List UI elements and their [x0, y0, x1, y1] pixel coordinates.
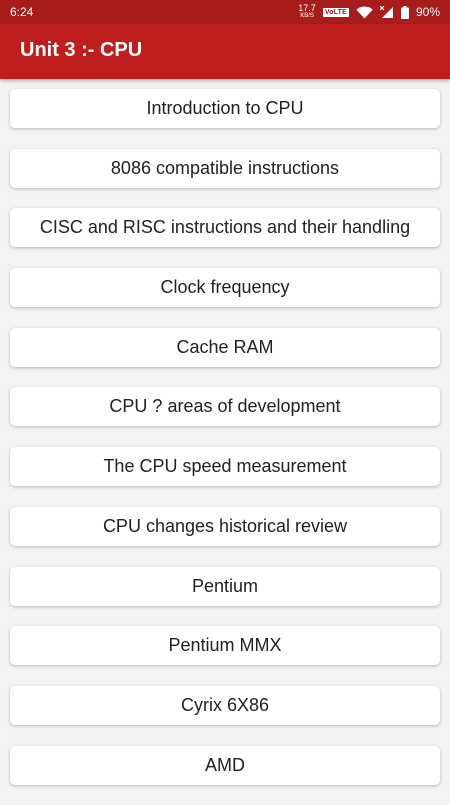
- topic-button-pentium[interactable]: Pentium: [10, 566, 440, 606]
- topic-button-cpu-speed-measurement[interactable]: The CPU speed measurement: [10, 447, 440, 487]
- page-title: Unit 3 :- CPU: [20, 39, 143, 61]
- volte-badge: VoLTE: [322, 7, 349, 17]
- status-time: 6:24: [10, 5, 34, 19]
- topic-button-pentium-mmx[interactable]: Pentium MMX: [10, 626, 440, 666]
- topic-button-amd[interactable]: AMD: [10, 745, 440, 785]
- wifi-icon: [356, 5, 373, 18]
- battery-icon: [400, 5, 409, 19]
- network-speed-unit: KB/S: [300, 13, 314, 19]
- topic-button-cpu-areas-of-development[interactable]: CPU ? areas of development: [10, 387, 440, 427]
- topic-button-cpu-changes-historical-review[interactable]: CPU changes historical review: [10, 506, 440, 546]
- status-icons: 17.7 KB/S VoLTE 90%: [298, 0, 440, 24]
- topic-button-cache-ram[interactable]: Cache RAM: [10, 327, 440, 367]
- topic-button-introduction-to-cpu[interactable]: Introduction to CPU: [10, 89, 440, 128]
- topic-button-cyrix-6x86[interactable]: Cyrix 6X86: [10, 685, 440, 725]
- topic-button-cisc-and-risc[interactable]: CISC and RISC instructions and their han…: [10, 208, 440, 248]
- network-speed-value: 17.7: [298, 3, 316, 13]
- signal-icon: [379, 5, 393, 18]
- topic-list: Introduction to CPU 8086 compatible inst…: [10, 89, 440, 805]
- network-speed: 17.7 KB/S: [298, 4, 316, 20]
- status-bar: 6:24 17.7 KB/S VoLTE 90%: [0, 0, 450, 24]
- topic-button-clock-frequency[interactable]: Clock frequency: [10, 268, 440, 308]
- topic-button-8086-compatible-instructions[interactable]: 8086 compatible instructions: [10, 148, 440, 188]
- battery-percentage: 90%: [415, 5, 440, 19]
- app-bar: Unit 3 :- CPU: [0, 24, 450, 79]
